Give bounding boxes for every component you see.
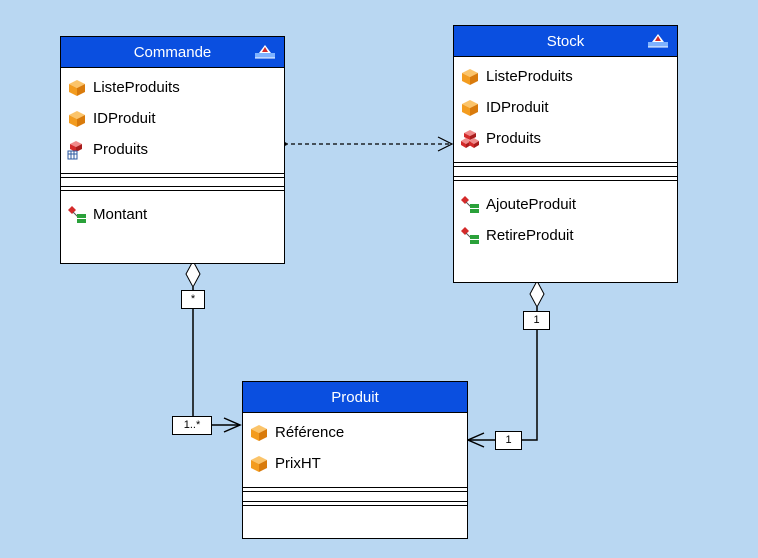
method-icon <box>461 226 479 244</box>
class-produit-attributes: Référence PrixHT <box>243 413 467 481</box>
cube-attribute-icon <box>462 99 478 116</box>
attribute-label: ListeProduits <box>486 68 573 85</box>
operation-row[interactable]: Montant <box>61 199 284 230</box>
attribute-row[interactable]: Référence <box>243 417 467 448</box>
class-stereotype-icon <box>255 45 275 59</box>
class-stock-header[interactable]: Stock <box>454 26 677 57</box>
collection-attribute-icon <box>67 140 82 159</box>
attribute-label: IDProduit <box>486 99 549 116</box>
stock-produit-association <box>468 307 538 441</box>
class-commande-attributes: ListeProduits IDProduit <box>61 68 284 167</box>
class-stereotype-icon <box>648 34 668 48</box>
class-stock-attributes: ListeProduits IDProduit <box>454 57 677 156</box>
attribute-row[interactable]: Produits <box>454 123 677 154</box>
attributes-separator <box>454 162 677 167</box>
attribute-label: IDProduit <box>93 110 156 127</box>
class-commande-operations: Montant <box>61 191 284 236</box>
attributes-separator <box>61 173 284 178</box>
cube-attribute-icon <box>69 79 85 96</box>
method-icon <box>461 195 479 213</box>
attribute-row[interactable]: PrixHT <box>243 448 467 479</box>
cubes-attribute-icon <box>461 129 479 148</box>
class-stock-operations: AjouteProduit RetireProduit <box>454 181 677 257</box>
operation-label: AjouteProduit <box>486 196 577 213</box>
class-stock[interactable]: Stock ListeProduits <box>453 25 678 283</box>
commande-produit-arrowhead <box>223 417 242 433</box>
operation-label: RetireProduit <box>486 227 574 244</box>
operation-row[interactable]: RetireProduit <box>454 220 677 251</box>
attribute-row[interactable]: IDProduit <box>454 92 677 123</box>
stock-produit-arrowhead <box>466 432 485 448</box>
attribute-label: Référence <box>275 424 345 441</box>
operation-row[interactable]: AjouteProduit <box>454 189 677 220</box>
operations-separator <box>454 176 677 181</box>
cube-attribute-icon <box>251 455 267 472</box>
attribute-label: ListeProduits <box>93 79 180 96</box>
attribute-label: PrixHT <box>275 455 321 472</box>
attribute-label: Produits <box>486 130 542 147</box>
commande-stock-dependency-arrowhead <box>437 136 454 152</box>
multiplicity-stock-side: 1 <box>523 311 550 330</box>
class-stock-name: Stock <box>546 32 585 50</box>
operation-label: Montant <box>93 206 148 223</box>
cube-attribute-icon <box>462 68 478 85</box>
class-produit-header[interactable]: Produit <box>243 382 467 413</box>
operations-separator <box>243 501 467 506</box>
attributes-separator <box>243 487 467 492</box>
attribute-row[interactable]: ListeProduits <box>61 72 284 103</box>
cube-attribute-icon <box>69 110 85 127</box>
method-icon <box>68 205 86 223</box>
class-commande-name: Commande <box>133 43 212 61</box>
attribute-row[interactable]: ListeProduits <box>454 61 677 92</box>
class-produit[interactable]: Produit Référence PrixHT <box>242 381 468 539</box>
class-commande-header[interactable]: Commande <box>61 37 284 68</box>
class-produit-name: Produit <box>331 388 379 406</box>
multiplicity-produit-from-commande: 1..* <box>172 416 212 435</box>
attribute-row[interactable]: Produits <box>61 134 284 165</box>
attribute-row[interactable]: IDProduit <box>61 103 284 134</box>
operations-separator <box>61 186 284 191</box>
commande-aggregation-diamond <box>185 259 201 289</box>
attribute-label: Produits <box>93 141 149 158</box>
class-commande[interactable]: Commande ListeProduits <box>60 36 285 264</box>
multiplicity-commande-side: * <box>181 290 205 309</box>
multiplicity-produit-from-stock: 1 <box>495 431 522 450</box>
cube-attribute-icon <box>251 424 267 441</box>
stock-aggregation-diamond <box>529 279 545 309</box>
